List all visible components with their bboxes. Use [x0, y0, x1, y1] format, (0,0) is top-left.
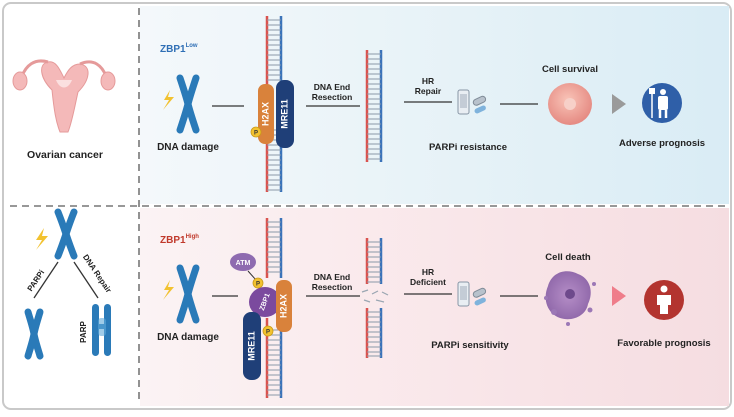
high-h2ax-label: H2AX: [278, 294, 288, 318]
low-phospho-marker: [250, 126, 262, 138]
high-h2ax-shape: [276, 280, 292, 332]
high-mre11-label: MRE11: [246, 331, 256, 361]
left-lightning-icon: [36, 228, 48, 250]
left-chromosome-repaired-icon: [92, 304, 111, 356]
high-phospho-marker-bottom: [262, 325, 274, 337]
low-dna-damage-label: DNA damage: [157, 142, 219, 153]
high-resection-line2: Resection: [312, 282, 353, 292]
high-panel-background: [140, 208, 729, 406]
high-chromosome-icon: [176, 264, 200, 324]
adverse-prognosis-icon: [642, 83, 682, 123]
low-phospho-label: P: [254, 131, 258, 137]
atm-label: ATM: [236, 260, 251, 267]
zbp1-low-title: ZBP1Low: [160, 43, 198, 55]
left-chromosome-top-icon: [54, 208, 78, 260]
low-mre11-shape: [276, 80, 294, 148]
low-hr-line1: HR: [422, 76, 434, 86]
low-drug-pills-icon: [457, 89, 487, 115]
high-hr-line1: HR: [422, 267, 434, 277]
high-hr-line2: Deficient: [410, 277, 446, 287]
low-outcome-arrow: [612, 94, 626, 114]
dying-cell-icon: [544, 271, 596, 326]
high-outcome-arrow: [612, 286, 626, 306]
high-broken-dna: [265, 218, 283, 398]
low-panel-background: [140, 6, 729, 204]
high-drug-label: PARPi sensitivity: [431, 340, 509, 351]
left-chromosome-bottom-icon: [24, 308, 44, 360]
low-mre11-label: MRE11: [279, 99, 289, 129]
parpi-arrow-line: [33, 261, 59, 299]
high-phospho-label-bottom: P: [266, 330, 270, 336]
adverse-prognosis-label: Adverse prognosis: [619, 138, 705, 149]
low-lightning-icon: [163, 90, 174, 110]
high-drug-pills-icon: [457, 281, 487, 307]
low-outcome-label: Cell survival: [542, 64, 598, 75]
low-h2ax-shape: [258, 84, 274, 144]
zbp1-high-title: ZBP1High: [160, 234, 199, 246]
uterus-icon: [12, 59, 116, 133]
parp-label: PARP: [79, 321, 88, 343]
favorable-prognosis-icon: [644, 280, 684, 320]
atm-shape: [230, 253, 256, 271]
zbp1-shape: [249, 287, 281, 317]
low-chromosome-icon: [176, 74, 200, 134]
high-phospho-label-top: P: [256, 282, 260, 288]
high-mre11-shape: [243, 312, 261, 380]
high-outcome-label: Cell death: [545, 252, 591, 263]
low-hr-line2: Repair: [415, 86, 442, 96]
high-lightning-icon: [163, 280, 174, 300]
favorable-prognosis-label: Favorable prognosis: [617, 338, 710, 349]
low-repaired-dna: [365, 50, 383, 162]
ovarian-cancer-label: Ovarian cancer: [27, 149, 103, 161]
high-unrepaired-dna: [361, 238, 389, 358]
high-resection-line1: DNA End: [314, 272, 351, 282]
high-phospho-marker-top: [252, 277, 264, 289]
high-dna-damage-label: DNA damage: [157, 332, 219, 343]
low-drug-label: PARPi resistance: [429, 142, 507, 153]
low-h2ax-label: H2AX: [260, 102, 270, 126]
low-resection-line2: Resection: [312, 92, 353, 102]
atm-arrow: [247, 270, 257, 281]
low-resection-line1: DNA End: [314, 82, 351, 92]
dna-repair-arrow-line: [73, 261, 99, 299]
living-cell-icon: [548, 83, 592, 125]
